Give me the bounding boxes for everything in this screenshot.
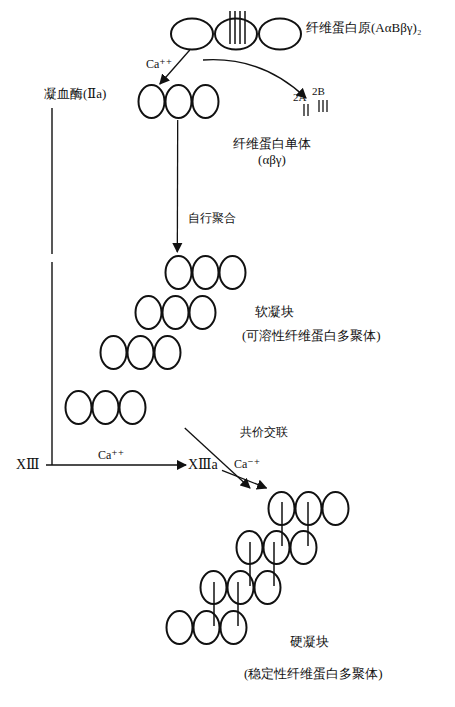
molecule-domain <box>221 611 247 644</box>
molecule-domain <box>155 336 181 369</box>
molecule-domain <box>167 611 193 644</box>
molecule-domain <box>255 571 281 604</box>
molecule-shape <box>170 10 302 50</box>
fibrinopeptide-mark <box>307 104 308 116</box>
molecule-shape <box>62 252 248 428</box>
release-arrow <box>203 60 306 98</box>
crosslink <box>244 11 246 44</box>
node-text: (可溶性纤维蛋白多聚体) <box>242 328 381 344</box>
node-text: (稳定性纤维蛋白多聚体) <box>244 666 383 682</box>
crosslink <box>273 542 275 586</box>
hard-clot: 硬凝块(稳定性纤维蛋白多聚体) <box>162 488 352 650</box>
molecule-shape <box>138 84 219 120</box>
molecule-domain <box>120 391 146 424</box>
crosslink <box>249 542 251 586</box>
edge-label: Ca⁻⁺ <box>234 456 260 472</box>
crosslink <box>239 11 241 44</box>
edge-label: 自行聚合 <box>188 210 236 226</box>
fibrinopeptide-mark <box>318 100 319 112</box>
molecule-domain <box>93 391 119 424</box>
molecule-domain <box>193 85 219 118</box>
thrombin-line <box>51 108 52 254</box>
factor-label: XⅢ <box>14 456 46 474</box>
fibrinopeptide-label: 2A <box>293 89 306 105</box>
crosslink <box>229 11 231 44</box>
thrombin-line <box>51 262 52 465</box>
node-text: 硬凝块 <box>290 634 329 650</box>
node-text: 纤维蛋白单体 (αβγ) <box>230 136 314 168</box>
node-text: XⅢa <box>188 457 218 473</box>
molecule-domain <box>171 19 213 50</box>
molecule-shape <box>162 488 352 650</box>
fibrinopeptide-mark <box>303 104 304 116</box>
molecule-domain <box>66 391 92 424</box>
factor-label: XⅢa <box>186 456 222 474</box>
molecule-domain <box>264 531 290 564</box>
crosslink <box>281 502 283 546</box>
node-text: 纤维蛋白原(AαBβγ)₂ <box>306 20 421 36</box>
fibrinopeptide-label: 2B <box>312 83 325 99</box>
reaction-arrow <box>46 464 186 465</box>
soft-clot: 软凝块(可溶性纤维蛋白多聚体) <box>62 252 248 428</box>
molecule-domain <box>291 531 317 564</box>
molecule-domain <box>190 296 216 329</box>
molecule-domain <box>163 296 189 329</box>
molecule-domain <box>136 296 162 329</box>
molecule-domain <box>166 85 192 118</box>
node-text: XⅢ <box>16 457 40 473</box>
reaction-arrow <box>177 120 179 252</box>
fibrinopeptide-mark <box>326 100 327 112</box>
node-text: 软凝块 <box>255 304 294 320</box>
molecule-domain <box>194 611 220 644</box>
molecule-domain <box>259 19 301 50</box>
molecule-domain <box>323 492 349 525</box>
molecule-domain <box>215 19 257 50</box>
edge-label: 共价交联 <box>240 424 288 440</box>
fibrinopeptide-mark <box>322 100 323 112</box>
molecule-domain <box>193 256 219 289</box>
edge-label: Ca⁺⁺ <box>98 447 124 463</box>
molecule-domain <box>166 256 192 289</box>
molecule-domain <box>101 336 127 369</box>
reaction-arrow <box>222 470 267 488</box>
enzyme-label: 凝血酶(Ⅱa) <box>44 86 106 102</box>
fibrin-monomer: 纤维蛋白单体 (αβγ) <box>138 84 219 120</box>
edge-label: Ca⁺⁺ <box>146 56 172 72</box>
fibrinogen-molecule: 纤维蛋白原(AαBβγ)₂ <box>170 10 302 50</box>
molecule-domain <box>139 85 165 118</box>
crosslink <box>234 11 236 44</box>
crosslink <box>307 502 309 546</box>
crosslink <box>237 582 239 626</box>
molecule-domain <box>220 256 246 289</box>
molecule-domain <box>128 336 154 369</box>
crosslink <box>213 582 215 626</box>
